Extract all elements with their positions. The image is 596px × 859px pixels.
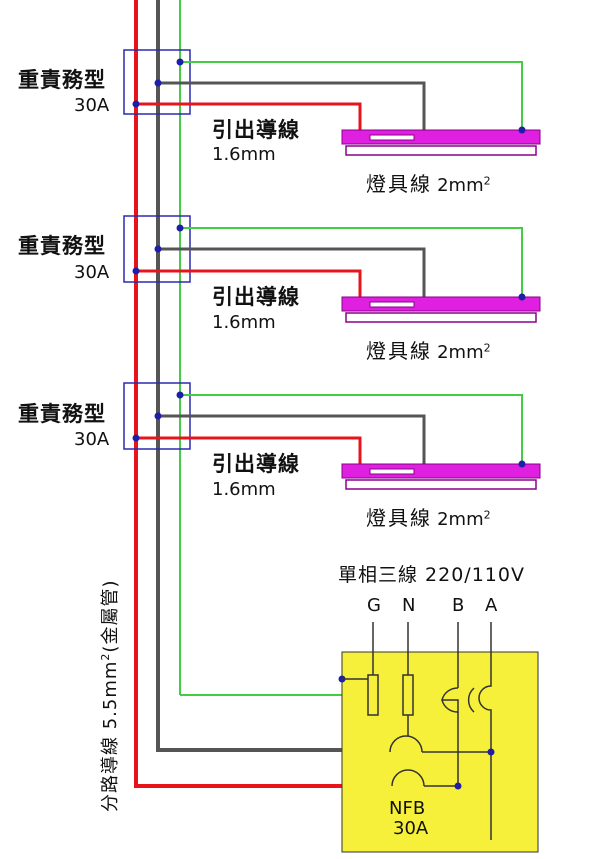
fixture-wire-sup-2: 2 (483, 341, 491, 355)
neutral-terminal (402, 674, 414, 716)
fixture-wire-label-1: 燈具線 2mm2 (366, 174, 491, 195)
supply-panel (338, 622, 539, 853)
outlet-group-3 (123, 382, 541, 490)
fixture-wire-size-1: 2mm (437, 175, 484, 196)
branch-wire-sup: 2 (99, 652, 112, 661)
lead-wire-label-3: 引出導線 (212, 452, 300, 476)
lead-wire-size-2: 1.6mm (212, 312, 276, 333)
lead-wire-size-3: 1.6mm (212, 479, 276, 500)
fixture-wire-size-2: 2mm (437, 342, 484, 363)
breaker-label: NFB (389, 798, 426, 819)
fixture-wire-label-2: 燈具線 2mm2 (366, 341, 491, 362)
fixture-wire-size-3: 2mm (437, 509, 484, 530)
fixture-wire-name-1: 燈具線 (366, 172, 432, 196)
fixture-wire-name-3: 燈具線 (366, 506, 432, 530)
branch-wire-prefix: 分路導線 5.5mm (100, 660, 121, 812)
outlet-group-1 (123, 49, 541, 156)
supply-title: 單相三線 220/110V (338, 564, 525, 586)
fixture-wire-name-2: 燈具線 (366, 339, 432, 363)
lead-wire-label-1: 引出導線 (212, 118, 300, 142)
switch-rating-label-2: 30A (74, 262, 110, 283)
terminal-label-b: B (452, 595, 465, 616)
switch-type-label-3: 重責務型 (18, 402, 106, 426)
switch-rating-label-3: 30A (74, 429, 110, 450)
switch-rating-label-1: 30A (74, 95, 110, 116)
lead-wire-size-1: 1.6mm (212, 144, 276, 165)
switch-type-label-1: 重責務型 (18, 68, 106, 92)
fixture-wire-sup-1: 2 (483, 174, 491, 188)
switch-type-label-2: 重責務型 (18, 234, 106, 258)
terminal-label-n: N (402, 595, 416, 616)
fixture-wire-sup-3: 2 (483, 508, 491, 522)
lead-wire-label-2: 引出導線 (212, 285, 300, 309)
terminal-label-a: A (485, 595, 498, 616)
branch-wire-label: 分路導線 5.5mm2(金屬管) (96, 580, 122, 812)
terminal-label-g: G (367, 595, 381, 616)
ground-terminal (367, 674, 379, 716)
branch-wire-suffix: (金屬管) (100, 579, 121, 653)
outlet-group-2 (123, 215, 541, 323)
breaker-rating: 30A (393, 818, 429, 839)
fixture-wire-label-3: 燈具線 2mm2 (366, 508, 491, 529)
